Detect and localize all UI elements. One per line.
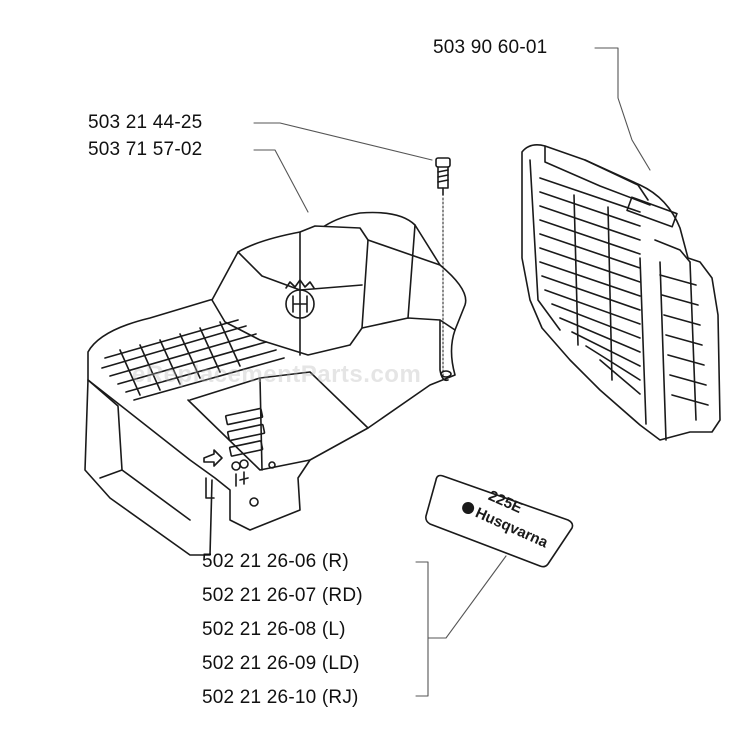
decal-part-number: 502 21 26-10 (RJ) (202, 687, 359, 708)
decal-part-number: 502 21 26-07 (RD) (202, 585, 363, 606)
crown-logo-icon (285, 279, 315, 319)
air-grille (521, 144, 721, 441)
switch-slots (224, 407, 266, 457)
decal-logo-icon (462, 501, 475, 514)
decal (425, 474, 574, 568)
watermark: eReplacementParts.com (132, 361, 422, 388)
decal-part-number: 502 21 26-09 (LD) (202, 653, 360, 674)
screw-part-number: 503 21 44-25 (88, 112, 203, 133)
arrow-symbol-icon (203, 449, 223, 499)
choke-symbol-icon (231, 459, 249, 487)
leader-lines (253, 47, 651, 697)
engine-cover-housing (84, 211, 467, 556)
decal-part-number: 502 21 26-06 (R) (202, 551, 349, 572)
grille-part-number: 503 90 60-01 (433, 37, 548, 58)
cover-part-number: 503 71 57-02 (88, 139, 203, 160)
screw (435, 157, 451, 377)
cooling-slots (101, 319, 285, 401)
decal-part-number: 502 21 26-08 (L) (202, 619, 346, 640)
grille-slats (539, 177, 709, 406)
